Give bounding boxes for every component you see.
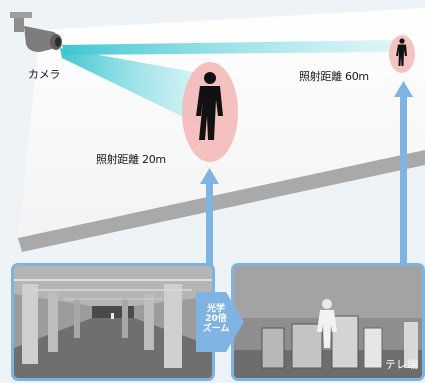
- zoom-label-line-3: ズーム: [202, 324, 230, 334]
- tele-view-photo: [234, 266, 422, 378]
- beam-near: [60, 48, 210, 130]
- camera-icon: [10, 12, 62, 52]
- zoom-label: 光学 20倍 ズーム: [199, 304, 233, 334]
- wide-view-photo-panel: [11, 263, 215, 381]
- beam-far: [62, 40, 400, 55]
- far-distance-label: 照射距離 60m: [299, 70, 369, 83]
- zoom-label-line-2: 20倍: [205, 314, 227, 324]
- near-distance-label: 照射距離 20m: [96, 153, 166, 166]
- arrow-near: [200, 168, 219, 266]
- far-person-icon: [396, 38, 407, 66]
- zoom-arrow: [196, 292, 244, 352]
- tele-view-photo-panel: テレ端: [231, 263, 425, 381]
- wall-edge: [18, 150, 425, 252]
- arrow-far: [394, 81, 413, 266]
- tele-end-label: テレ端: [385, 358, 418, 371]
- near-person-icon: [196, 72, 223, 140]
- camera-label: カメラ: [28, 68, 61, 81]
- wide-view-photo: [14, 266, 212, 378]
- zoom-label-line-1: 光学: [206, 304, 225, 314]
